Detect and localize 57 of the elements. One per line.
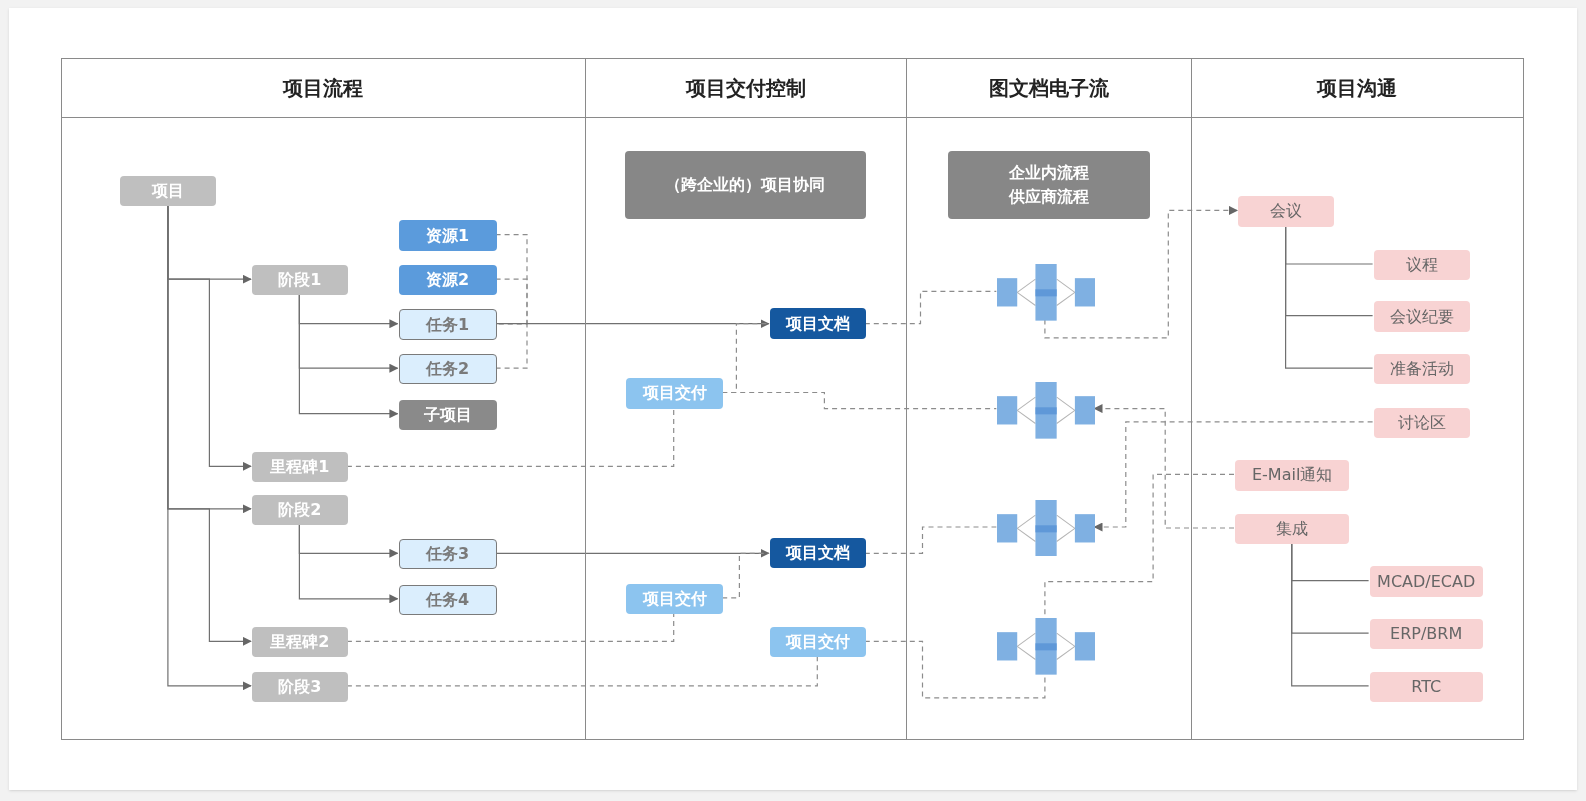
topic-box: 准备活动 [1373, 354, 1470, 385]
task-box: 任务2 [398, 354, 497, 385]
arrow [298, 293, 399, 419]
task-box: 任务4 [398, 584, 497, 615]
task-box: 任务1 [398, 309, 497, 340]
phase-box: 阶段3 [251, 671, 348, 702]
column-header: 图文档电子流 [988, 74, 1109, 102]
topic-box: ERP/BRM [1369, 619, 1483, 650]
connector-line [1291, 542, 1370, 687]
topic-box: E-Mail通知 [1235, 460, 1350, 491]
topic-box: MCAD/ECAD [1369, 566, 1483, 597]
flow-blocks-drawing [997, 499, 1096, 557]
delivery-box: 项目交付 [626, 583, 724, 614]
topic-box: 会议纪要 [1373, 301, 1470, 332]
subproject-box: 子项目 [398, 399, 497, 430]
table-column [906, 57, 1191, 741]
resource-box: 资源2 [398, 265, 497, 296]
collaboration-box: （跨企业的）项目协同 [625, 150, 866, 220]
connector-line [864, 290, 997, 325]
topic-box: 集成 [1235, 513, 1350, 545]
milestone-box: 里程碑1 [251, 452, 348, 483]
connector-line [864, 640, 1046, 699]
flow-blocks-drawing [997, 382, 1096, 439]
resource-box: 资源1 [398, 220, 497, 251]
connector-line [864, 526, 997, 554]
connector-line [346, 407, 675, 467]
arrow [495, 319, 770, 329]
table-column [1190, 57, 1525, 741]
column-header: 项目交付控制 [685, 74, 806, 102]
phase-box: 阶段1 [251, 265, 348, 296]
delivery-box: 项目交付 [769, 627, 866, 658]
connector-line [346, 655, 818, 687]
topic-box: 会议 [1238, 196, 1335, 227]
flow-blocks-drawing [997, 618, 1096, 675]
phase-box: 阶段2 [251, 494, 348, 525]
flow-blocks-drawing [997, 263, 1096, 321]
topic-box: RTC [1369, 671, 1483, 702]
table-column [60, 57, 585, 741]
column-header: 项目沟通 [1317, 74, 1398, 102]
box-label: 供应商流程 [1008, 186, 1089, 209]
topic-box: 讨论区 [1373, 407, 1470, 438]
project-box: 项目 [120, 175, 217, 207]
column-header: 项目流程 [283, 74, 364, 102]
table-column [584, 57, 907, 741]
arrow [298, 523, 399, 604]
task-box: 任务3 [398, 539, 497, 570]
arrow [1044, 205, 1238, 339]
box-label: 企业内流程 [1008, 162, 1089, 185]
connector-line [346, 612, 675, 642]
workflow-box [947, 150, 1151, 220]
document-box: 项目文档 [769, 308, 866, 339]
delivery-box: 项目交付 [626, 378, 724, 409]
topic-box: 议程 [1373, 249, 1470, 281]
milestone-box: 里程碑2 [251, 627, 348, 658]
connector-line [1285, 225, 1374, 369]
document-box: 项目文档 [769, 538, 866, 569]
arrow [495, 548, 770, 558]
